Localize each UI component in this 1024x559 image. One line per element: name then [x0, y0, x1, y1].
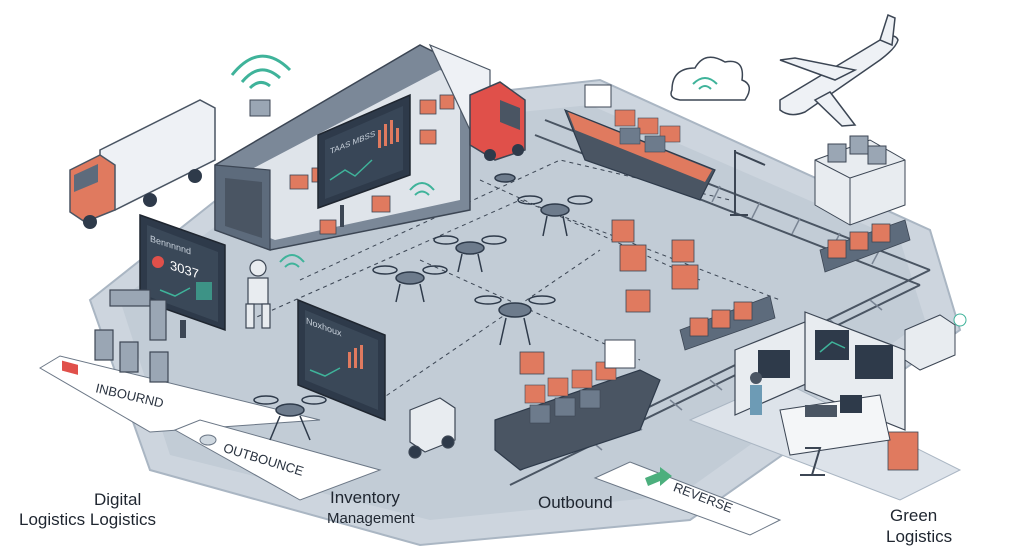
outbounce-panel — [173, 419, 382, 501]
boxes — [519, 219, 919, 471]
inventory-label-line1: Inventory — [330, 488, 400, 507]
top-dashboard — [317, 93, 411, 227]
stacked-crates — [814, 135, 906, 226]
train-cars — [679, 219, 911, 351]
center-dashboard — [297, 298, 386, 422]
truck-top — [428, 43, 526, 161]
packing-machine — [904, 313, 967, 371]
agv-robot — [408, 397, 456, 459]
inbound-panel — [39, 355, 321, 433]
drones — [253, 173, 593, 441]
digital-label-line1: Digital — [94, 490, 142, 509]
airplane-icon — [779, 13, 899, 127]
wifi-icons — [279, 182, 435, 268]
green-label-line1: Green — [890, 506, 938, 525]
humanoid-robot — [245, 259, 271, 329]
cargo-ship-bottom — [494, 339, 661, 471]
port-crane — [730, 150, 766, 216]
digital-label-line2: Logistics Logistics — [19, 510, 157, 529]
cloud-icon — [670, 56, 751, 101]
cargo-ship-top — [563, 84, 716, 201]
robot-arms — [94, 289, 169, 383]
inbound-tag-icon — [62, 360, 78, 375]
truck-left — [69, 99, 216, 229]
green-label-line2: Logistics — [886, 527, 953, 546]
wifi-tower — [230, 54, 292, 90]
outbounce-tag-icon — [199, 434, 217, 446]
control-room — [734, 311, 906, 476]
outbound-label: Outbound — [538, 493, 613, 512]
reverse-tag-icon — [645, 467, 672, 486]
inventory-label-line2: Management — [327, 510, 415, 527]
reverse-panel — [593, 461, 782, 536]
